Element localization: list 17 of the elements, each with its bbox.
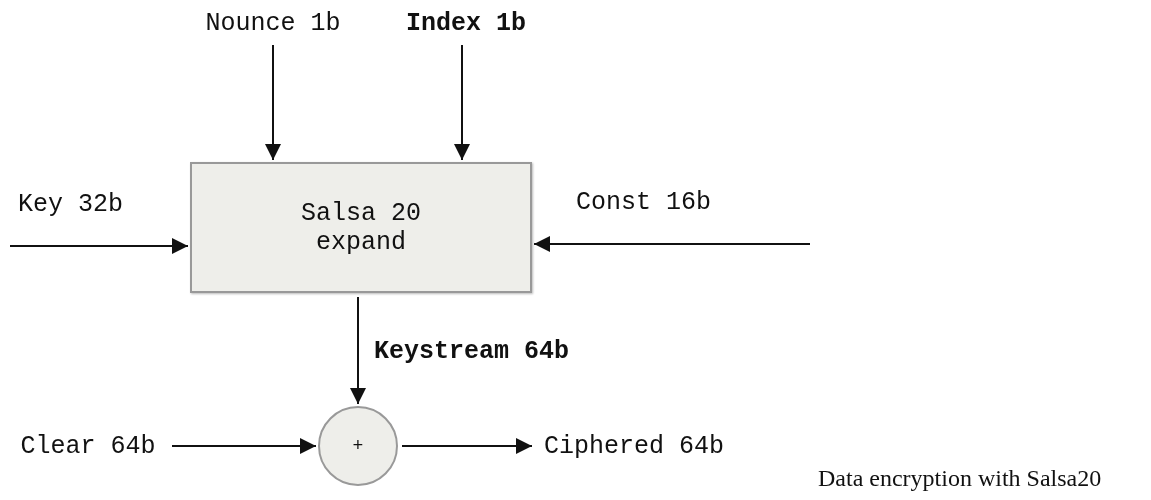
arrow [9,238,189,254]
box-label: Salsa 20 expand [300,198,422,257]
operator-symbol: + [352,436,364,456]
arrow [171,438,317,454]
arrow [350,296,366,405]
arrow [265,44,281,161]
input-label: Index 1b [396,5,536,41]
caption: Data encryption with Salsa20 [818,465,1102,492]
input-label: Nounce 1b [195,5,351,41]
process-box [190,162,532,293]
arrow [533,236,811,252]
edge-label: Key 32b [18,190,124,219]
edge-label: Keystream 64b [374,337,570,366]
output-label: Ciphered 64b [534,428,734,464]
input-label: Clear 64b [8,428,168,464]
arrow [401,438,533,454]
arrow [454,44,470,161]
